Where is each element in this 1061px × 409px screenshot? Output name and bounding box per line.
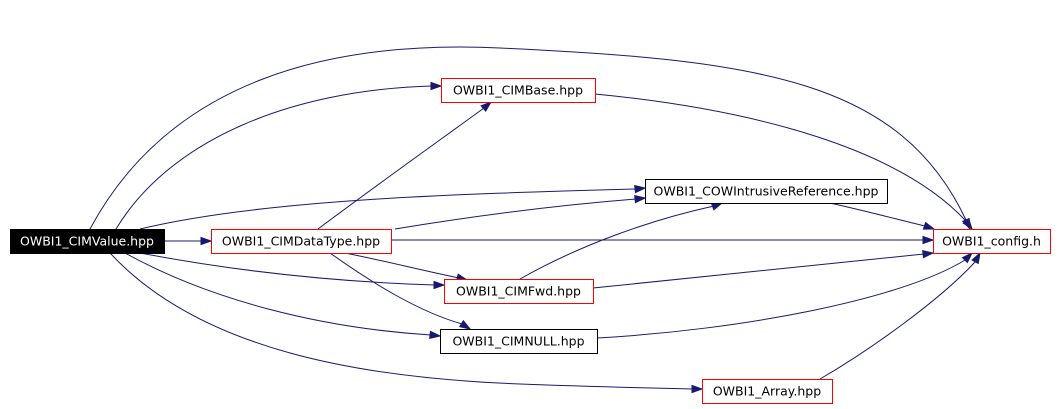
edge-line	[829, 202, 926, 227]
arrowhead-icon	[962, 218, 973, 231]
nodes-layer: OWBI1_CIMValue.hpp OWBI1_CIMBase.hppOWBI1…	[10, 78, 1051, 404]
node-cimvalue[interactable]: OWBI1_CIMValue.hpp	[10, 229, 165, 254]
edge-cow-to-config	[829, 202, 936, 230]
node-box[interactable]	[933, 229, 1051, 254]
edge-line	[596, 259, 966, 339]
edge-cimvalue-to-cimfwd	[139, 252, 446, 290]
edge-line	[394, 198, 637, 230]
edge-cimdatatype-to-config	[391, 235, 935, 245]
node-label[interactable]: OWBI1_config.h	[942, 234, 1041, 249]
node-box[interactable]	[645, 179, 888, 204]
arrowhead-icon	[433, 280, 446, 290]
edge-cimbase-to-config	[594, 93, 973, 231]
edge-line	[344, 252, 460, 279]
edge-cimfwd-to-config	[592, 249, 935, 289]
arrowhead-icon	[691, 384, 704, 394]
node-box[interactable]	[10, 229, 165, 254]
node-label[interactable]: OWBI1_CIMNULL.hpp	[452, 334, 584, 349]
edge-cimdatatype-to-cimbase	[317, 101, 493, 230]
arrowhead-icon	[458, 319, 472, 330]
node-label[interactable]: OWBI1_Array.hpp	[713, 384, 821, 399]
node-label[interactable]: OWBI1_CIMValue.hpp	[20, 234, 154, 249]
arrowhead-icon	[971, 251, 981, 265]
arrowhead-icon	[961, 251, 974, 264]
node-cimdatatype[interactable]: OWBI1_CIMDataType.hpp	[211, 229, 392, 254]
arrowhead-icon	[200, 236, 213, 246]
edge-cimdatatype-to-cimnull	[329, 252, 472, 330]
node-box[interactable]	[441, 78, 596, 103]
edge-cimfwd-to-cow	[519, 202, 724, 280]
edge-line	[819, 261, 976, 380]
edge-line	[592, 253, 925, 289]
edge-cimvalue-to-array	[109, 252, 704, 394]
node-cow[interactable]: OWBI1_COWIntrusiveReference.hpp	[645, 179, 888, 204]
node-box[interactable]	[440, 329, 598, 354]
node-box[interactable]	[444, 279, 594, 304]
edge-cimnull-to-config	[596, 251, 974, 339]
arrowhead-icon	[922, 221, 936, 230]
edge-cimvalue-to-cimnull	[124, 252, 442, 340]
edge-line	[89, 46, 967, 230]
edge-line	[139, 252, 436, 286]
edge-line	[124, 252, 432, 336]
edge-line	[109, 252, 694, 390]
node-cimbase[interactable]: OWBI1_CIMBase.hpp	[441, 78, 596, 103]
edge-array-to-config	[819, 251, 981, 380]
node-label[interactable]: OWBI1_CIMBase.hpp	[453, 83, 583, 98]
edge-cimdatatype-to-cimfwd	[344, 252, 469, 282]
arrowhead-icon	[922, 235, 935, 245]
arrowhead-icon	[429, 330, 442, 340]
edge-cimdatatype-to-cow	[394, 194, 647, 230]
node-config[interactable]: OWBI1_config.h	[933, 229, 1051, 254]
node-cimnull[interactable]: OWBI1_CIMNULL.hpp	[440, 329, 598, 354]
node-cimfwd[interactable]: OWBI1_CIMFwd.hpp	[444, 279, 594, 304]
arrowhead-icon	[634, 184, 647, 194]
arrowhead-icon	[634, 194, 647, 204]
edge-line	[594, 93, 967, 222]
edge-cimvalue-to-cimdatatype	[164, 236, 213, 246]
node-label[interactable]: OWBI1_COWIntrusiveReference.hpp	[654, 184, 879, 199]
node-box[interactable]	[211, 229, 392, 254]
edge-line	[139, 188, 637, 230]
edge-cimvalue-to-cimbase	[115, 81, 443, 230]
edge-line	[329, 252, 463, 325]
edge-line	[317, 107, 485, 230]
node-array[interactable]: OWBI1_Array.hpp	[702, 379, 833, 404]
arrowhead-icon	[430, 81, 443, 91]
edge-cimvalue-to-cow	[139, 184, 647, 230]
arrowhead-icon	[710, 202, 724, 211]
arrowhead-icon	[480, 101, 493, 113]
edge-line	[519, 205, 715, 280]
node-box[interactable]	[702, 379, 833, 404]
edge-line	[115, 85, 433, 230]
node-label[interactable]: OWBI1_CIMDataType.hpp	[222, 234, 380, 249]
arrowhead-icon	[922, 249, 935, 259]
node-label[interactable]: OWBI1_CIMFwd.hpp	[456, 284, 581, 299]
